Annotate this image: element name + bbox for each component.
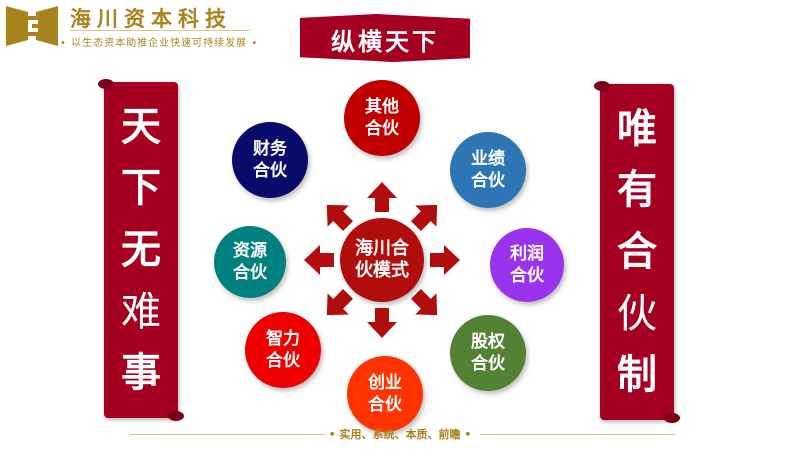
- scroll-char: 有: [617, 167, 657, 214]
- arrow-icon: [367, 308, 397, 338]
- company-logo: [6, 6, 58, 46]
- node-performance-partnership: 业绩 合伙: [450, 132, 526, 208]
- scroll-char: 制: [617, 352, 657, 399]
- arrow-icon: [430, 245, 460, 275]
- divider: [70, 30, 250, 31]
- node-intellect-partnership: 智力 合伙: [245, 312, 321, 388]
- scroll-char: 合: [617, 228, 657, 275]
- node-finance-partnership: 财务 合伙: [232, 122, 308, 198]
- footer-divider: [130, 434, 325, 435]
- scroll-char: 天: [121, 103, 161, 150]
- arrow-icon: [326, 288, 354, 316]
- right-scroll-banner: 唯 有 合 伙 制: [594, 81, 680, 423]
- scroll-char: 事: [121, 350, 161, 397]
- center-node-hub: 海川合 伙模式: [340, 218, 424, 302]
- scroll-char: 伙: [617, 290, 657, 337]
- scroll-char: 唯: [617, 105, 657, 152]
- scroll-cap: [98, 79, 114, 89]
- arrow-icon: [367, 182, 397, 212]
- scroll-cap: [594, 81, 610, 91]
- arrow-icon: [410, 288, 438, 316]
- node-profit-partnership: 利润 合伙: [490, 228, 564, 302]
- ribbon-title: 纵横天下: [331, 28, 439, 56]
- company-slogan: • 以生态资本助推企业快速可持续发展 •: [60, 38, 259, 49]
- left-scroll-banner: 天 下 无 难 事: [98, 79, 184, 421]
- scroll-char: 难: [121, 288, 161, 335]
- company-name: 海川资本科技: [70, 7, 232, 31]
- node-resource-partnership: 资源 合伙: [214, 226, 286, 298]
- footer-tagline: • 实用、系统、本质、前瞻 •: [328, 428, 472, 441]
- arrow-icon: [410, 204, 438, 232]
- scroll-char: 下: [121, 165, 161, 212]
- node-startup-partnership: 创业 合伙: [347, 356, 423, 432]
- footer-divider: [480, 434, 675, 435]
- title-ribbon: 纵横天下: [300, 14, 470, 62]
- arrow-icon: [304, 245, 334, 275]
- scroll-char: 无: [121, 226, 161, 273]
- node-equity-partnership: 股权 合伙: [450, 315, 526, 391]
- scroll-cap: [168, 411, 184, 421]
- arrow-icon: [326, 204, 354, 232]
- scroll-cap: [664, 413, 680, 423]
- node-other-partnership: 其他 合伙: [344, 80, 420, 156]
